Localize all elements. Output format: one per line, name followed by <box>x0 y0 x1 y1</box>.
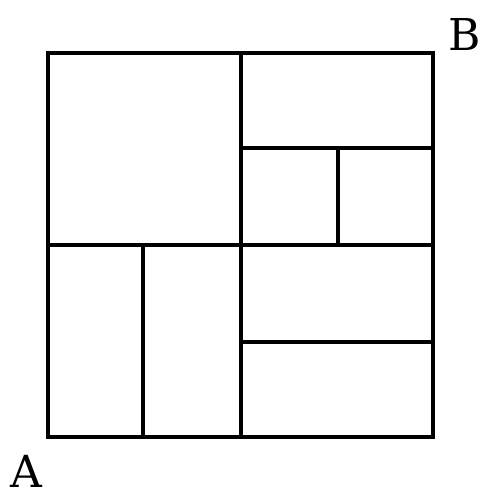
label-b: B <box>448 10 480 61</box>
label-a: A <box>9 447 43 489</box>
